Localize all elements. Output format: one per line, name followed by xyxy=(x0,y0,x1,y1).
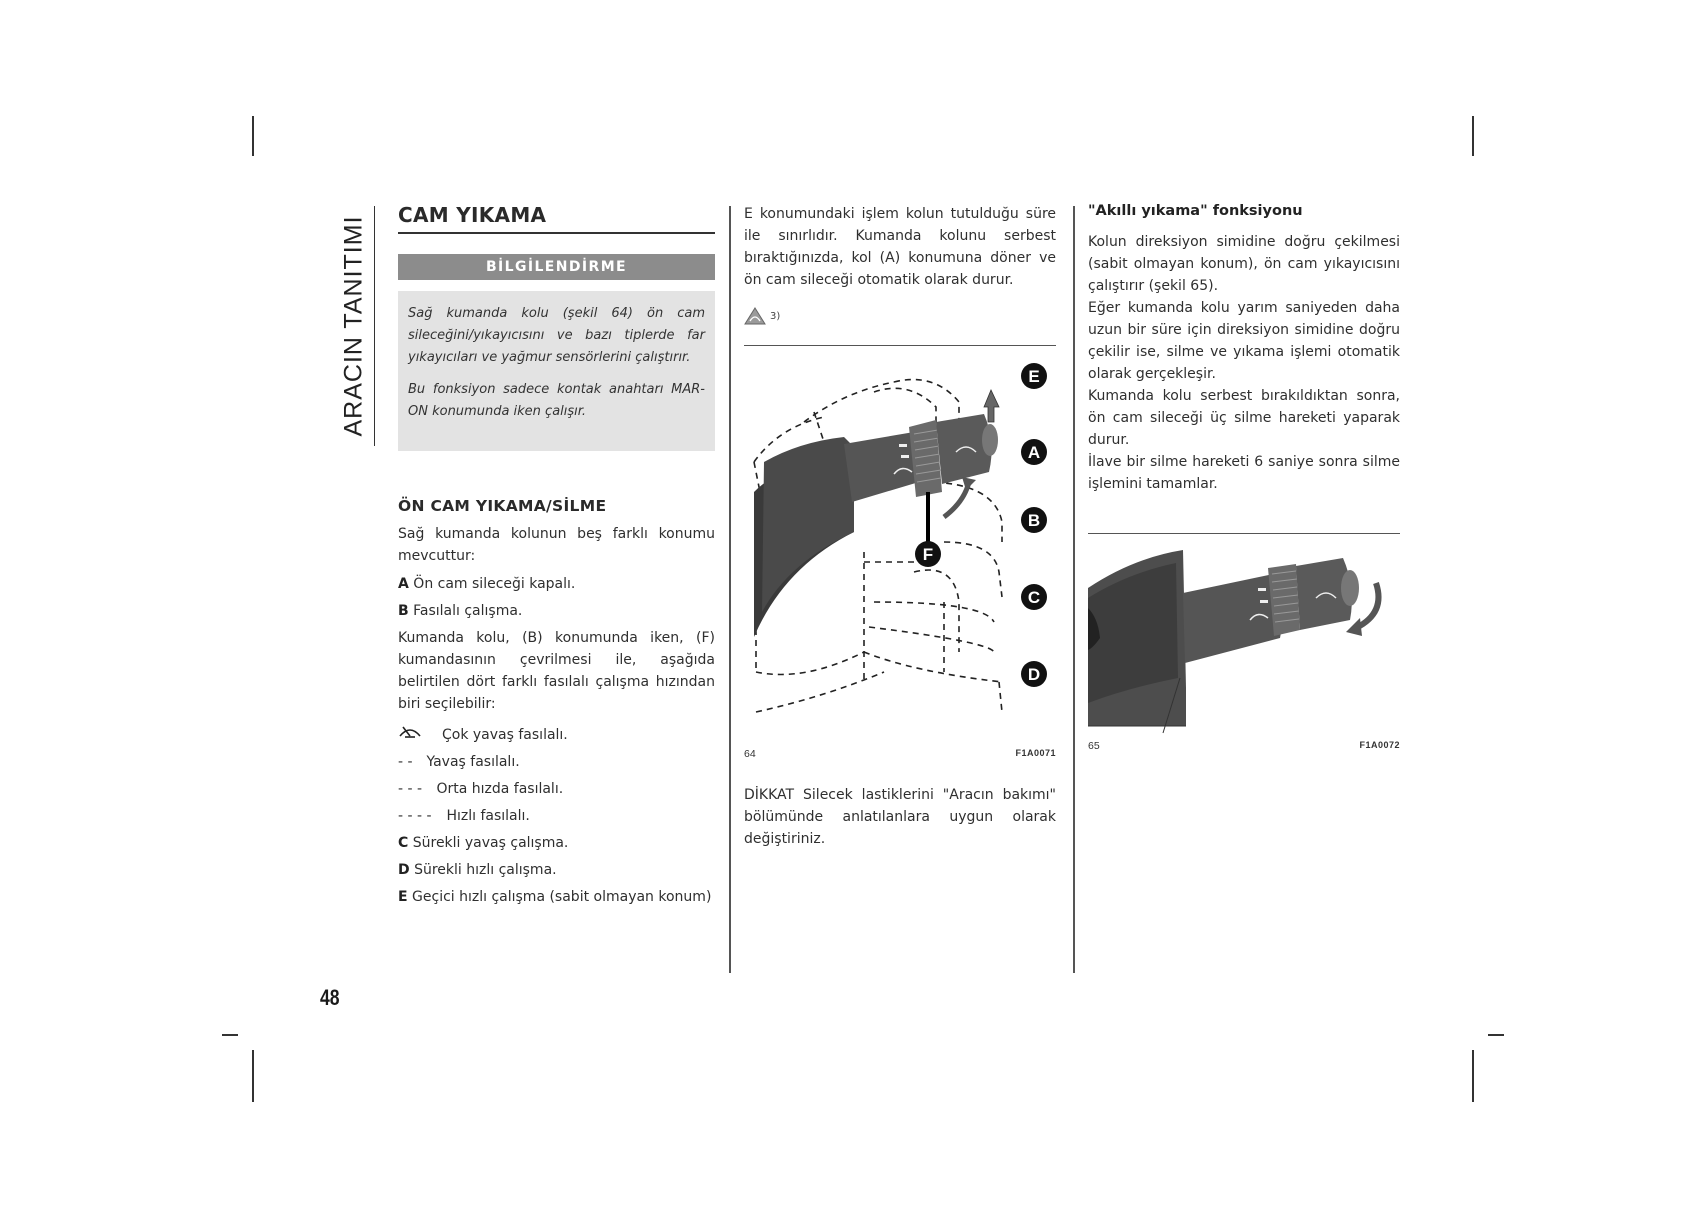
figure-65-top-rule xyxy=(1088,533,1400,534)
speed-mark: - - xyxy=(398,754,413,770)
position-key: D xyxy=(398,862,410,878)
speed-text: Yavaş fasılalı. xyxy=(426,754,520,770)
crop-mark-bottom-left xyxy=(252,1050,254,1102)
subsection-title: ÖN CAM YIKAMA/SİLME xyxy=(398,497,607,515)
position-key: E xyxy=(398,889,408,905)
chapter-title: ARACIN TANITIMI xyxy=(339,215,368,437)
position-text: Sürekli hızlı çalışma. xyxy=(414,862,557,878)
info-paragraph-1: Sağ kumanda kolu (şekil 64) ön cam silec… xyxy=(408,306,705,365)
speed-text: Çok yavaş fasılalı. xyxy=(442,727,568,743)
info-box: Sağ kumanda kolu (şekil 64) ön cam silec… xyxy=(398,291,715,451)
wiper-icon xyxy=(398,723,442,746)
position-text: Geçici hızlı çalışma (sabit olmayan konu… xyxy=(412,889,712,905)
column-1: CAM YIKAMA BİLGİLENDİRME Sağ kumanda kol… xyxy=(398,203,715,913)
position-item-a: A Ön cam sileceği kapalı. xyxy=(398,573,715,595)
figure-64-top-rule xyxy=(744,345,1056,346)
position-item-c: C Sürekli yavaş çalışma. xyxy=(398,832,715,854)
position-text: Fasılalı çalışma. xyxy=(413,603,523,619)
figure-number: 65 xyxy=(1088,740,1100,752)
figure-65-caption: 65 F1A0072 xyxy=(1088,740,1400,752)
position-item-b: B Fasılalı çalışma. xyxy=(398,600,715,622)
e-position-paragraph: E konumundaki işlem kolun tutulduğu süre… xyxy=(744,206,1056,288)
label-f: F xyxy=(923,545,933,564)
label-a: A xyxy=(1028,443,1040,462)
figure-65-stalk-diagram xyxy=(1088,550,1382,734)
speed-item: Çok yavaş fasılalı. xyxy=(398,723,715,746)
figure-64-labels: E A B F C D xyxy=(915,363,1047,687)
speed-mark: - - - - xyxy=(398,808,432,824)
smart-wash-title: "Akıllı yıkama" fonksiyonu xyxy=(1088,203,1303,219)
crop-mark-bottom-right xyxy=(1472,1050,1474,1102)
crop-tick-left xyxy=(222,1034,238,1036)
attention-paragraph: DİKKAT Silecek lastiklerini "Aracın bakı… xyxy=(744,787,1056,847)
column-3: "Akıllı yıkama" fonksiyonu Kolun direksi… xyxy=(1088,203,1400,752)
figure-64-caption: 64 F1A0071 xyxy=(744,748,1056,760)
speed-item: - - - - Hızlı fasılalı. xyxy=(398,805,715,827)
speed-text: Hızlı fasılalı. xyxy=(446,808,530,824)
warning-reference: 3) xyxy=(744,307,1056,325)
f-control-paragraph: Kumanda kolu, (B) konumunda iken, (F) ku… xyxy=(398,630,715,712)
smart-wash-paragraph-3: Kumanda kolu serbest bırakıldıktan sonra… xyxy=(1088,388,1400,448)
info-paragraph-2: Bu fonksiyon sadece kontak anahtarı MAR-… xyxy=(408,382,705,419)
column-divider-2 xyxy=(1073,206,1075,973)
speed-item: - - Yavaş fasılalı. xyxy=(398,751,715,773)
warning-triangle-icon xyxy=(744,307,766,325)
crop-mark-top-left xyxy=(252,116,254,156)
smart-wash-paragraph-1: Kolun direksiyon simidine doğru çekilmes… xyxy=(1088,234,1400,294)
figure-code: F1A0072 xyxy=(1359,740,1400,750)
chapter-side-tab: ARACIN TANITIMI xyxy=(334,206,375,446)
crop-tick-right xyxy=(1488,1034,1504,1036)
position-text: Sürekli yavaş çalışma. xyxy=(412,835,569,851)
position-key: A xyxy=(398,576,409,592)
figure-64-stalk-diagram: E A B F C D xyxy=(753,363,1047,713)
position-key: B xyxy=(398,603,409,619)
position-item-e: E Geçici hızlı çalışma (sabit olmayan ko… xyxy=(398,886,715,908)
info-bar: BİLGİLENDİRME xyxy=(398,254,715,280)
column-2: E konumundaki işlem kolun tutulduğu süre… xyxy=(744,203,1056,856)
smart-wash-paragraph-2: Eğer kumanda kolu yarım saniyeden daha u… xyxy=(1088,300,1400,382)
warning-ref-text: 3) xyxy=(770,310,781,322)
speed-text: Orta hızda fasılalı. xyxy=(436,781,564,797)
column-divider-1 xyxy=(729,206,731,973)
label-e: E xyxy=(1028,367,1039,386)
section-title: CAM YIKAMA xyxy=(398,203,715,234)
page-number: 48 xyxy=(320,985,340,1010)
intro-paragraph: Sağ kumanda kolunun beş farklı konumu me… xyxy=(398,526,715,564)
smart-wash-paragraph-4: İlave bir silme hareketi 6 saniye sonra … xyxy=(1088,454,1400,492)
position-text: Ön cam sileceği kapalı. xyxy=(413,576,576,592)
figure-code: F1A0071 xyxy=(1015,748,1056,758)
label-d: D xyxy=(1028,665,1040,684)
figure-number: 64 xyxy=(744,748,756,760)
crop-mark-top-right xyxy=(1472,116,1474,156)
position-item-d: D Sürekli hızlı çalışma. xyxy=(398,859,715,881)
position-key: C xyxy=(398,835,409,851)
label-b: B xyxy=(1028,511,1040,530)
speed-item: - - - Orta hızda fasılalı. xyxy=(398,778,715,800)
speed-mark: - - - xyxy=(398,781,423,797)
label-c: C xyxy=(1028,588,1040,607)
